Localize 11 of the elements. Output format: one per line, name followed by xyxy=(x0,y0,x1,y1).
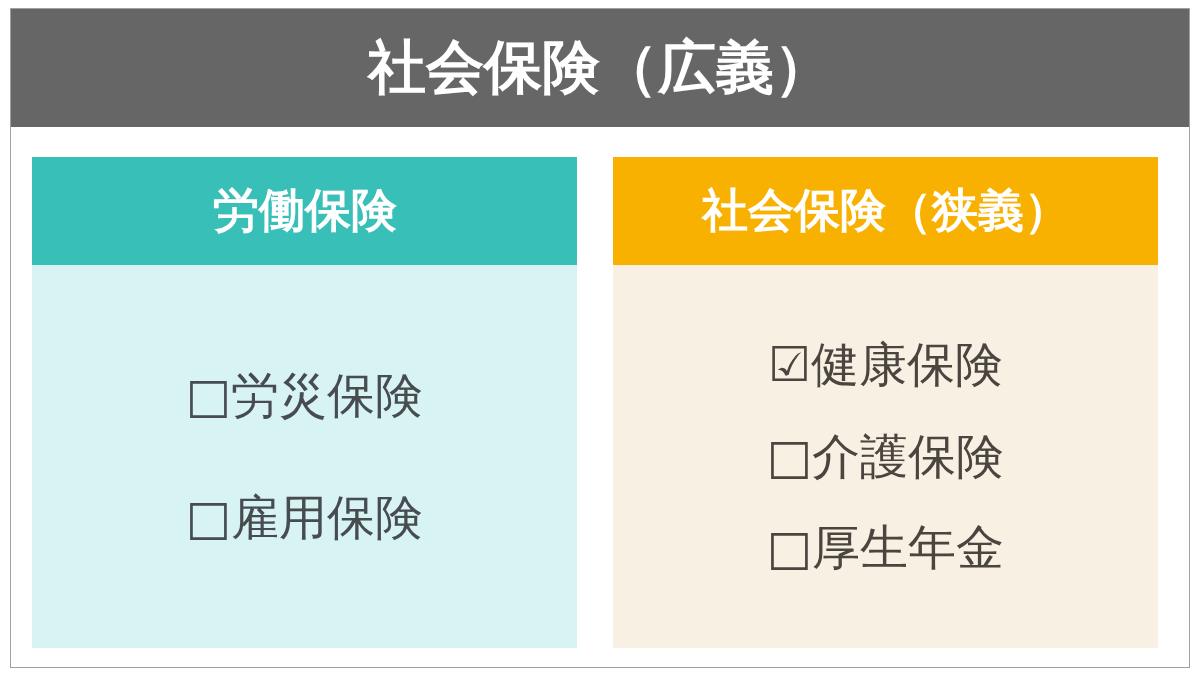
outer-frame xyxy=(10,8,1190,668)
checklist-item: ☑健康保険 xyxy=(768,336,1003,394)
checklist-item: □雇用保険 xyxy=(185,488,424,547)
category-panel xyxy=(613,157,1158,648)
checklist-item: □厚生年金 xyxy=(766,519,1005,577)
category-panel xyxy=(32,157,577,648)
title-bar: 社会保険（広義） xyxy=(11,9,1189,127)
checklist-item: □介護保険 xyxy=(766,427,1005,486)
panel-header: 社会保険（狭義） xyxy=(613,157,1158,265)
panel-header: 労働保険 xyxy=(32,157,577,265)
checklist-item: □労災保険 xyxy=(185,366,424,425)
